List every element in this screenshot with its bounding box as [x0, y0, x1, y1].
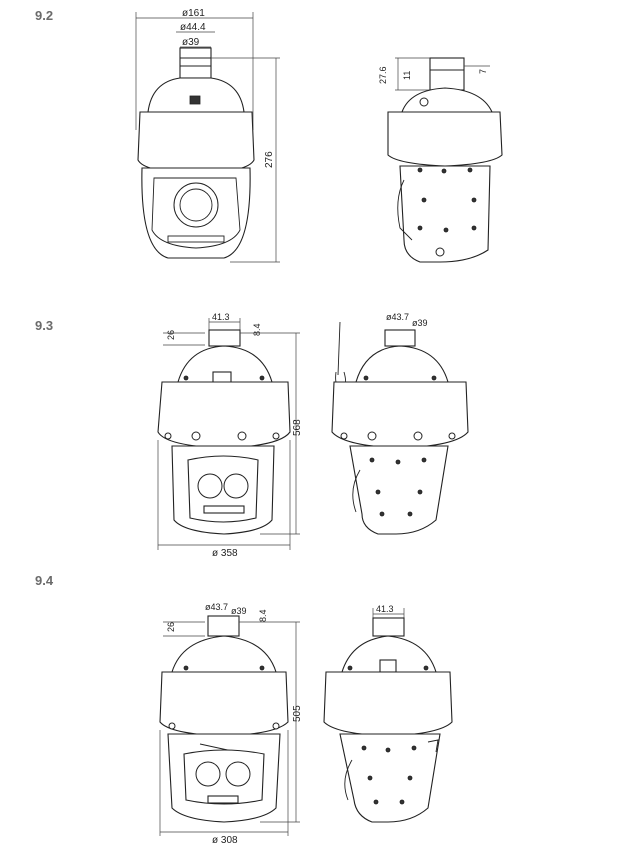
- dim-9-4-dia-b: ø39: [231, 606, 247, 616]
- dim-9-2-side-c: 7: [478, 69, 488, 74]
- camera-9-3-front: 41.3 26 8.4 ø 358 568: [157, 312, 303, 559]
- dim-9-3-height: 568: [292, 419, 303, 436]
- dim-9-3-base-dia: ø 358: [212, 548, 238, 559]
- dim-9-3-top-offset: 26: [166, 330, 176, 340]
- dim-9-3-side-dia-a: ø43.7: [386, 312, 409, 322]
- dim-9-2-side-b: 11: [402, 71, 412, 80]
- dim-9-2-dia-small: ø39: [182, 37, 200, 48]
- section-label-9-4: 9.4: [35, 573, 54, 588]
- dim-9-2-dia-mid: ø44.4: [180, 22, 206, 33]
- dim-9-4-top-offset: 26: [166, 622, 176, 632]
- section-label-9-3: 9.3: [35, 318, 54, 333]
- camera-9-4-front: ø43.7 ø39 26 8.4 ø 308 505: [159, 602, 303, 843]
- dim-9-4-height: 505: [292, 705, 303, 722]
- camera-9-2-side: 27.6 11 7: [378, 57, 503, 263]
- dim-9-4-side-mount-width: 41.3: [376, 604, 394, 614]
- dim-9-4-dia-a: ø43.7: [205, 602, 228, 612]
- dim-9-2-side-a: 27.6: [378, 66, 388, 84]
- section-label-9-2: 9.2: [35, 8, 54, 23]
- dim-9-2-height: 276: [264, 151, 275, 168]
- camera-9-3-side: ø43.7 ø39: [331, 312, 469, 535]
- dim-9-3-mount-width: 41.3: [212, 312, 230, 322]
- dim-9-3-mount-height: 8.4: [252, 323, 262, 336]
- dim-9-2-dia-top: ø161: [182, 8, 205, 19]
- dim-9-3-side-dia-b: ø39: [412, 318, 428, 328]
- dim-9-4-base-dia: ø 308: [212, 835, 238, 843]
- dim-9-4-mount-height: 8.4: [258, 609, 268, 622]
- camera-9-4-side: 41.3: [323, 604, 453, 823]
- camera-9-2-front: ø161 ø44.4 ø39 276: [135, 8, 280, 263]
